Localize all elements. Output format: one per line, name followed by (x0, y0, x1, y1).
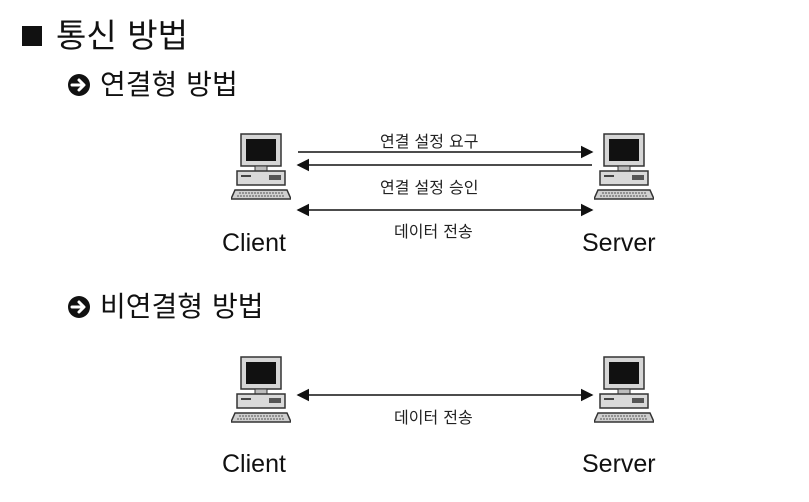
connection-accept-label: 연결 설정 승인 (380, 178, 479, 197)
circled-arrow-icon (68, 296, 90, 318)
client-label: Client (222, 229, 286, 257)
square-bullet-icon (22, 26, 42, 46)
server-label: Server (582, 229, 656, 257)
desktop-computer-icon (231, 133, 291, 200)
server-label: Server (582, 450, 656, 478)
desktop-computer-icon (594, 356, 654, 423)
page-title-text: 통신 방법 (56, 16, 188, 55)
connectionless-heading-text: 비연결형 방법 (100, 290, 264, 323)
connection-oriented-heading: 연결형 방법 (66, 66, 238, 104)
data-transfer-label: 데이터 전송 (394, 222, 473, 241)
desktop-computer-icon (231, 356, 291, 423)
page-title: 통신 방법 (22, 14, 188, 58)
connection-request-label: 연결 설정 요구 (380, 132, 479, 151)
connection-oriented-heading-text: 연결형 방법 (100, 68, 238, 101)
connectionless-data-transfer-label: 데이터 전송 (394, 408, 473, 427)
circled-arrow-icon (68, 74, 90, 96)
client-label: Client (222, 450, 286, 478)
desktop-computer-icon (594, 133, 654, 200)
connectionless-heading: 비연결형 방법 (66, 288, 263, 326)
